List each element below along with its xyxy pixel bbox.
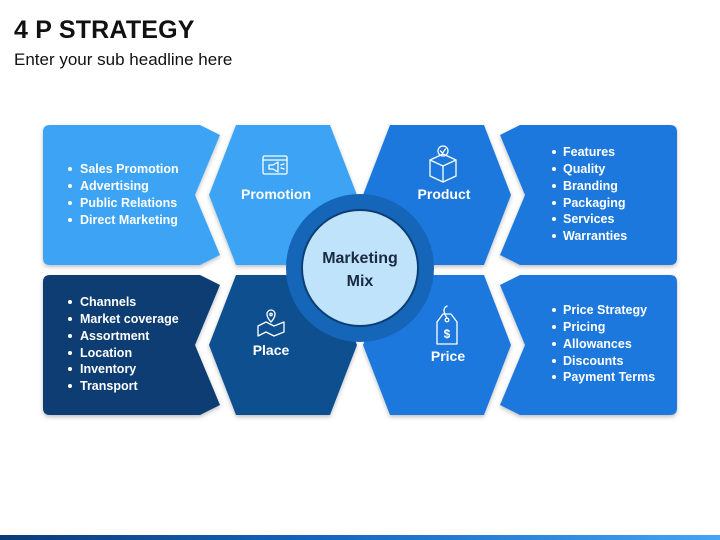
list-item: Market coverage	[80, 312, 179, 326]
promotion-screen-icon	[262, 155, 288, 175]
list-item: Assortment	[80, 329, 150, 343]
list-bullet	[552, 342, 556, 346]
list-item: Direct Marketing	[80, 213, 178, 227]
product-list: Features Quality Branding Packaging Serv…	[552, 145, 627, 243]
list-item: Branding	[563, 179, 618, 193]
promotion-panel	[43, 125, 220, 265]
list-bullet	[68, 300, 72, 304]
list-item: Pricing	[563, 320, 605, 334]
price-label: Price	[431, 348, 465, 364]
list-item: Inventory	[80, 362, 136, 376]
list-bullet	[552, 375, 556, 379]
place-panel	[43, 275, 220, 415]
list-bullet	[68, 384, 72, 388]
list-bullet	[68, 351, 72, 355]
product-label: Product	[418, 186, 471, 202]
list-item: Channels	[80, 295, 136, 309]
list-bullet	[68, 317, 72, 321]
list-bullet	[552, 184, 556, 188]
center-title-line2: Mix	[347, 273, 374, 290]
list-item: Public Relations	[80, 196, 177, 210]
list-bullet	[552, 234, 556, 238]
list-bullet	[552, 359, 556, 363]
footer-accent-bar	[0, 535, 720, 540]
product-panel	[500, 125, 677, 265]
list-bullet	[552, 150, 556, 154]
center-circle	[301, 209, 419, 327]
promotion-label: Promotion	[241, 186, 311, 202]
list-bullet	[552, 201, 556, 205]
list-item: Discounts	[563, 354, 623, 368]
place-map-icon	[257, 309, 285, 337]
list-bullet	[552, 308, 556, 312]
list-bullet	[68, 201, 72, 205]
list-item: Features	[563, 145, 615, 159]
list-bullet	[68, 334, 72, 338]
list-item: Warranties	[563, 229, 627, 243]
promotion-list: Sales Promotion Advertising Public Relat…	[68, 162, 179, 227]
list-item: Price Strategy	[563, 303, 647, 317]
list-item: Services	[563, 212, 614, 226]
page-subtitle: Enter your sub headline here	[14, 50, 233, 69]
list-item: Packaging	[563, 196, 626, 210]
svg-text:$: $	[444, 327, 451, 341]
list-bullet	[68, 167, 72, 171]
list-item: Transport	[80, 379, 138, 393]
price-list: Price Strategy Pricing Allowances Discou…	[552, 303, 655, 384]
list-bullet	[552, 217, 556, 221]
place-label: Place	[253, 342, 290, 358]
list-bullet	[68, 218, 72, 222]
list-item: Payment Terms	[563, 370, 655, 384]
list-bullet	[552, 167, 556, 171]
list-item: Allowances	[563, 337, 632, 351]
place-list: Channels Market coverage Assortment Loca…	[68, 295, 179, 393]
list-bullet	[68, 184, 72, 188]
center-title-line1: Marketing	[322, 250, 398, 267]
list-item: Sales Promotion	[80, 162, 179, 176]
price-panel	[500, 275, 677, 415]
product-box-icon	[429, 145, 457, 183]
list-item: Location	[80, 346, 132, 360]
price-tag-icon: $	[436, 305, 458, 345]
list-item: Advertising	[80, 179, 149, 193]
list-bullet	[552, 325, 556, 329]
list-item: Quality	[563, 162, 605, 176]
page-title: 4 P STRATEGY	[14, 16, 195, 44]
list-bullet	[68, 367, 72, 371]
